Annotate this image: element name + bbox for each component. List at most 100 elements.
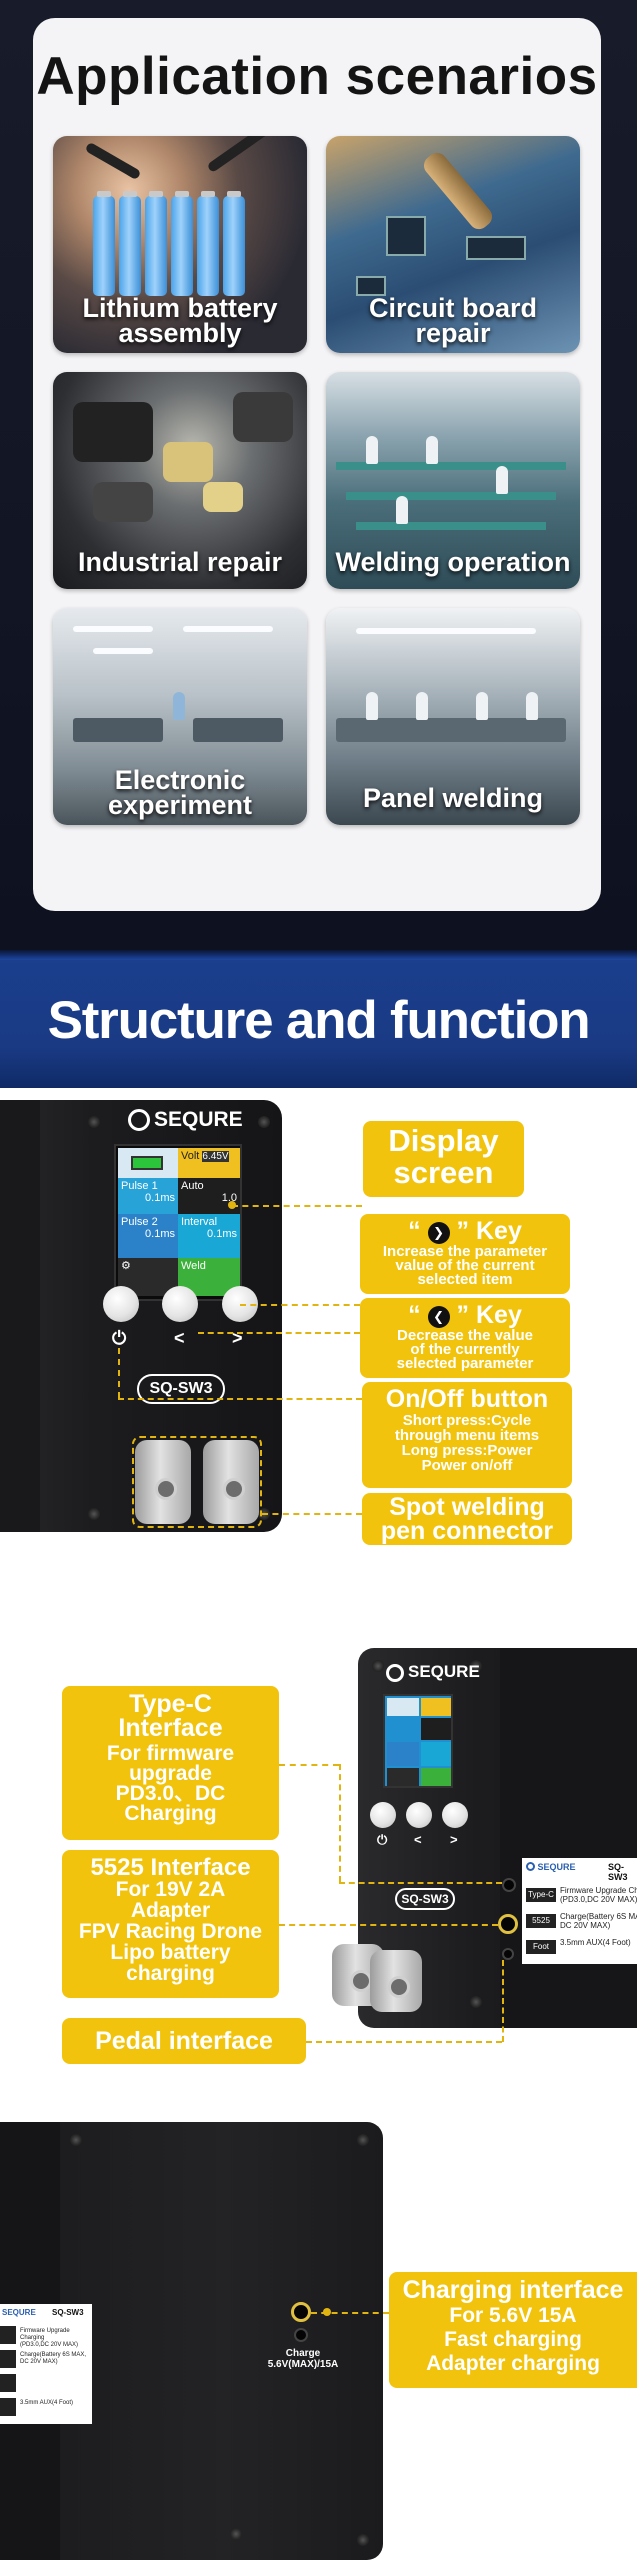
charging-port[interactable] xyxy=(291,2302,311,2322)
typec-connector-line-h xyxy=(279,1764,339,1766)
connector-outline xyxy=(132,1436,262,1528)
interval-cell: Interval 0.1ms xyxy=(178,1214,240,1258)
sequre-logo-icon xyxy=(526,1862,535,1871)
port-5525[interactable] xyxy=(498,1914,518,1934)
left-key-button[interactable] xyxy=(162,1286,198,1322)
left-key-button[interactable] xyxy=(406,1802,432,1828)
tile-caption: Lithium battery assembly xyxy=(53,295,307,347)
battery-cell xyxy=(387,1698,419,1716)
callout-desc-3: Long press:Power xyxy=(401,1442,533,1459)
spot-welding-connector-right[interactable] xyxy=(203,1440,259,1524)
callout-desc-2: through menu items xyxy=(394,1427,540,1444)
charge-label-1: Charge xyxy=(285,2348,321,2359)
callout-line-4: Adapter charging xyxy=(426,2352,600,2375)
display-screen-callout: Display screen xyxy=(363,1121,524,1197)
pulse1-value: 0.1ms xyxy=(145,1192,175,1204)
tile-lithium-battery: Lithium battery assembly xyxy=(53,136,307,353)
spot-welding-connector-left[interactable] xyxy=(135,1440,191,1524)
interval-value: 0.1ms xyxy=(207,1228,237,1240)
brand-text: SEQURE xyxy=(408,1662,480,1681)
display-screen: Volt 6.45V Pulse 1 0.1ms Auto 1.0 Pulse … xyxy=(114,1144,242,1301)
typec-callout: Type-C Interface For firmware upgrade PD… xyxy=(62,1686,279,1840)
row-key-block xyxy=(0,2374,16,2392)
typec-connector-line-v xyxy=(339,1764,341,1882)
callout-line-1: Display xyxy=(388,1123,499,1158)
tile-panel-welding: Panel welding xyxy=(326,608,580,825)
charge-label: Charge 5.6V(MAX)/15A xyxy=(258,2348,348,2370)
banner-divider xyxy=(0,950,637,960)
volt-cell xyxy=(421,1698,451,1716)
typec-port[interactable] xyxy=(502,1878,516,1892)
interface-5525-callout: 5525 Interface For 19V 2A Adapter FPV Ra… xyxy=(62,1850,279,1998)
callout-desc-4: Power on/off xyxy=(421,1457,513,1474)
row-value: Firmware Upgrade Charging(PD3.0,DC 20V M… xyxy=(560,1886,637,1904)
device-side xyxy=(500,1648,637,2028)
structure-banner: Structure and function xyxy=(0,950,637,1088)
left-key-connector-line xyxy=(198,1332,360,1334)
callout-line-2: Interface xyxy=(118,1714,223,1742)
side-row-foot: Foot 3.5mm AUX(4 Foot) xyxy=(522,1936,637,1958)
chevron-right-icon: > xyxy=(232,1328,243,1348)
power-button-callout: On/Off button Short press:Cycle through … xyxy=(362,1382,572,1488)
brand-text: SEQURE xyxy=(154,1108,243,1131)
battery-cell xyxy=(118,1148,178,1178)
row-key: 5525 xyxy=(526,1914,556,1928)
screw-icon xyxy=(470,1660,482,1672)
pulse1-label: Pulse 1 xyxy=(121,1180,158,1192)
power-button[interactable] xyxy=(103,1286,139,1322)
callout-line-1: 5525 Interface xyxy=(90,1854,251,1881)
volt-label: Volt xyxy=(181,1150,200,1162)
row-value-1: Charge(Battery 6S MAX, xyxy=(560,1912,637,1921)
key-word: Key xyxy=(475,1217,522,1245)
spot-welding-connector-right[interactable] xyxy=(370,1950,422,2012)
callout-line-2: screen xyxy=(393,1155,494,1190)
chevron-right-icon: > xyxy=(450,1832,458,1847)
callout-line-1: Spot welding xyxy=(389,1493,545,1521)
callout-dot xyxy=(228,1201,236,1209)
port5525-connector-line xyxy=(279,1924,498,1926)
callout-title: On/Off button xyxy=(385,1385,549,1413)
structure-section: SEQURE Volt 6.45V Pulse 1 0.1ms Auto 1.0… xyxy=(0,1088,637,2560)
power-icon: ⏻ xyxy=(377,1832,388,1847)
application-section: Application scenarios Lithium battery as… xyxy=(0,0,637,950)
pedal-callout: Pedal interface xyxy=(62,2018,306,2064)
back-brand: SEQURE xyxy=(2,2308,36,2317)
tile-welding-operation: Welding operation xyxy=(326,372,580,589)
row-value-1: Firmware Upgrade Charging xyxy=(560,1886,637,1895)
tile-caption: Panel welding xyxy=(326,783,580,813)
callout-line-2: For 19V 2A xyxy=(115,1878,226,1901)
model-label: SQ-SW3 xyxy=(395,1888,455,1910)
side-row-5525: 5525 Charge(Battery 6S MAX,DC 20V MAX) xyxy=(522,1910,637,1932)
callout-desc-2: value of the current xyxy=(395,1257,535,1274)
volt-cell: Volt 6.45V xyxy=(178,1148,240,1178)
screw-icon xyxy=(470,1996,482,2008)
back-model: SQ-SW3 xyxy=(52,2308,84,2317)
chevron-right-icon: ❯ xyxy=(427,1222,450,1244)
structure-title: Structure and function xyxy=(47,991,591,1050)
right-key-callout: “ ❯ ” Key Increase the parameter value o… xyxy=(360,1214,570,1294)
row-key: Type-C xyxy=(526,1888,556,1902)
caption-line-1: Panel welding xyxy=(362,783,544,813)
side-brand: SEQURE xyxy=(526,1862,576,1872)
caption-line-1: Welding operation xyxy=(335,547,571,577)
tile-industrial-repair: Industrial repair xyxy=(53,372,307,589)
pedal-connector-line-v xyxy=(502,1960,504,2042)
tile-caption: Industrial repair xyxy=(53,549,307,576)
pedal-connector-line-h xyxy=(306,2041,502,2043)
back-info-label: SEQURE SQ-SW3 Firmware Upgrade Charging(… xyxy=(0,2304,92,2424)
caption-line-2: repair xyxy=(415,318,491,348)
callout-title: “ ❮ ” Key xyxy=(408,1301,522,1329)
row-value-2: DC 20V MAX) xyxy=(560,1921,611,1930)
spot-welding-callout: Spot welding pen connector xyxy=(362,1493,572,1545)
power-button[interactable] xyxy=(370,1802,396,1828)
right-key-button[interactable] xyxy=(442,1802,468,1828)
callout-line-6: charging xyxy=(126,1962,215,1985)
pedal-port[interactable] xyxy=(502,1948,514,1960)
weld-label: Weld xyxy=(181,1260,206,1272)
callout-line-4: upgrade xyxy=(129,1762,212,1785)
screw-icon xyxy=(70,2134,82,2146)
tile-electronic-experiment: Electronic experiment xyxy=(53,608,307,825)
interval-label: Interval xyxy=(181,1216,218,1228)
charging-port-secondary[interactable] xyxy=(294,2328,308,2342)
display-screen xyxy=(383,1694,453,1788)
